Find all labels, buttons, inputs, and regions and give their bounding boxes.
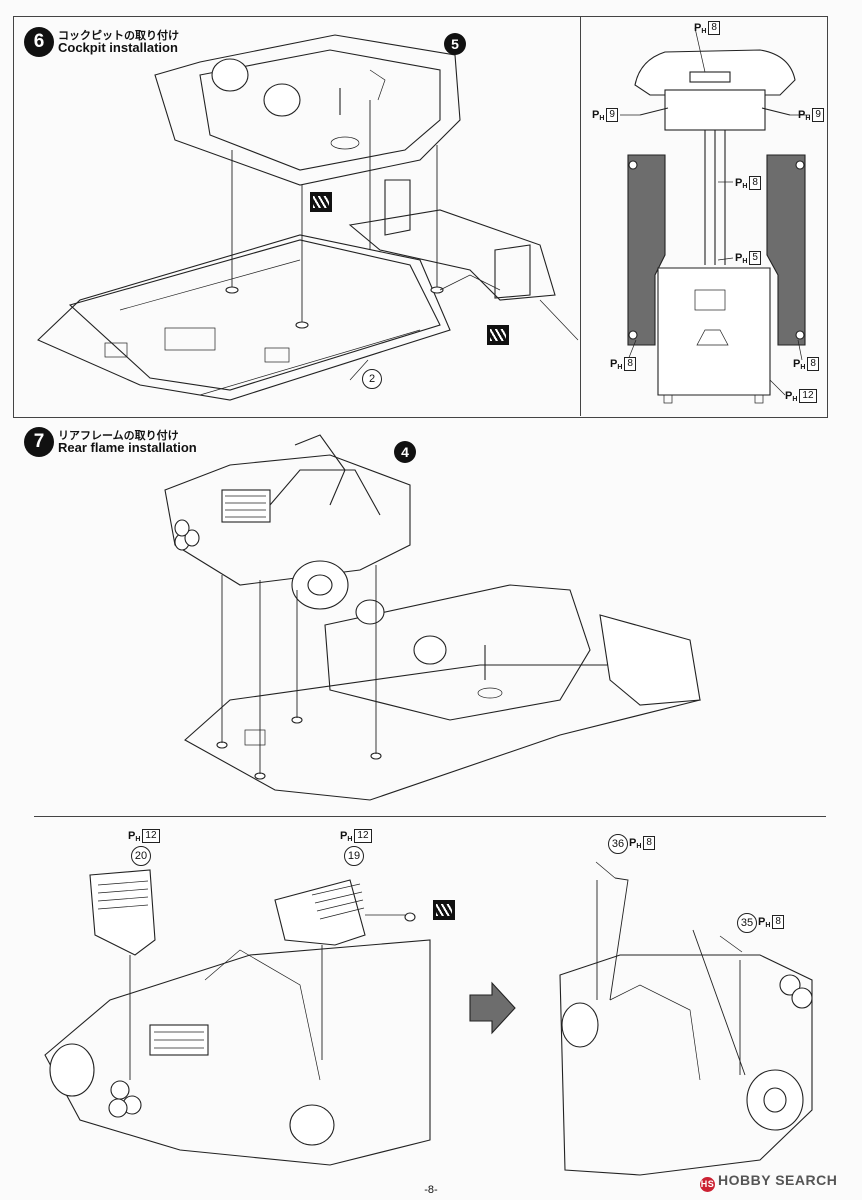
step6-number-badge: 6: [24, 27, 54, 57]
part-number-callout: 35: [737, 913, 757, 933]
bottom-right-assembly: [559, 861, 813, 1176]
step7-engine-block: [164, 434, 411, 610]
step6-cockpit-tub: [154, 34, 461, 186]
part-number-callout: 36: [608, 834, 628, 854]
step7-number-badge: 7: [24, 427, 54, 457]
watermark-logo-icon: HS: [700, 1177, 715, 1192]
bottom-left-assembly: [44, 869, 431, 1166]
step7-callout: 4: [394, 441, 416, 463]
glue-icon: [487, 325, 509, 345]
step6-title-en: Cockpit installation: [58, 40, 178, 55]
step6-callout: 5: [444, 33, 466, 55]
step7-title-en: Rear flame installation: [58, 440, 197, 455]
step7-title-jp: リアフレームの取り付け: [58, 429, 179, 442]
step7-guide-lines: [221, 565, 377, 774]
step7-divider: [34, 816, 826, 817]
step6-divider: [580, 16, 581, 416]
bottom-arrow: [469, 981, 516, 1035]
step6-side-assembly: [620, 27, 810, 404]
step6-title-jp: コックピットの取り付け: [58, 29, 179, 42]
part-number-callout: 20: [131, 846, 151, 866]
part-number-callout: 19: [344, 846, 364, 866]
page-number: -8-: [424, 1184, 438, 1196]
step6-frame: [13, 16, 828, 418]
step6-guide-lines: [231, 50, 456, 381]
step7-chassis: [184, 584, 702, 801]
step6-floor-pan: [37, 234, 451, 401]
glue-icon: [433, 900, 455, 920]
step6-rear-section: [348, 179, 579, 341]
glue-icon: [310, 192, 332, 212]
part-number-callout: 2: [362, 369, 382, 389]
